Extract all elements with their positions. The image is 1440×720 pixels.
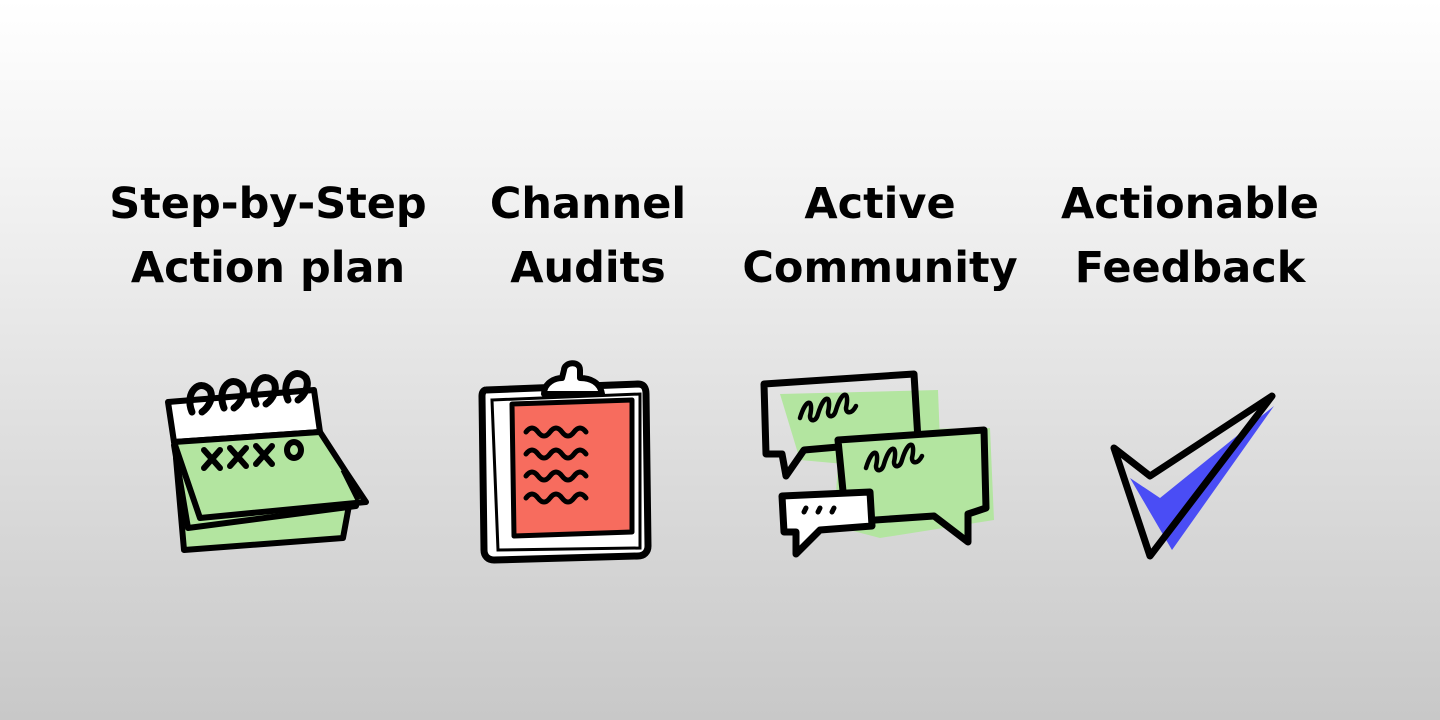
feature-title-line-2: Audits xyxy=(510,243,666,293)
feature-channel-audits: Channel Audits xyxy=(408,0,768,720)
calendar-icon xyxy=(165,370,369,553)
feature-title-line-2: Community xyxy=(742,243,1018,293)
feature-title: Active Community xyxy=(700,172,1060,300)
checkmark-icon xyxy=(1110,392,1276,560)
feature-title-line-2: Action plan xyxy=(130,243,406,293)
feature-title-line-1: Actionable xyxy=(1061,179,1319,229)
clipboard-icon xyxy=(478,360,652,564)
feature-title-line-2: Feedback xyxy=(1074,243,1306,293)
feature-actionable-feedback: Actionable Feedback xyxy=(1010,0,1370,720)
feature-title-line-1: Channel xyxy=(489,179,687,229)
feature-active-community: Active Community xyxy=(700,0,1060,720)
chat-bubbles-icon xyxy=(760,370,994,558)
feature-title: Actionable Feedback xyxy=(1010,172,1370,300)
feature-title: Channel Audits xyxy=(408,172,768,300)
feature-title: Step-by-Step Action plan xyxy=(88,172,448,300)
feature-step-by-step: Step-by-Step Action plan xyxy=(88,0,448,720)
feature-title-line-1: Step-by-Step xyxy=(109,179,427,229)
feature-title-line-1: Active xyxy=(804,179,956,229)
